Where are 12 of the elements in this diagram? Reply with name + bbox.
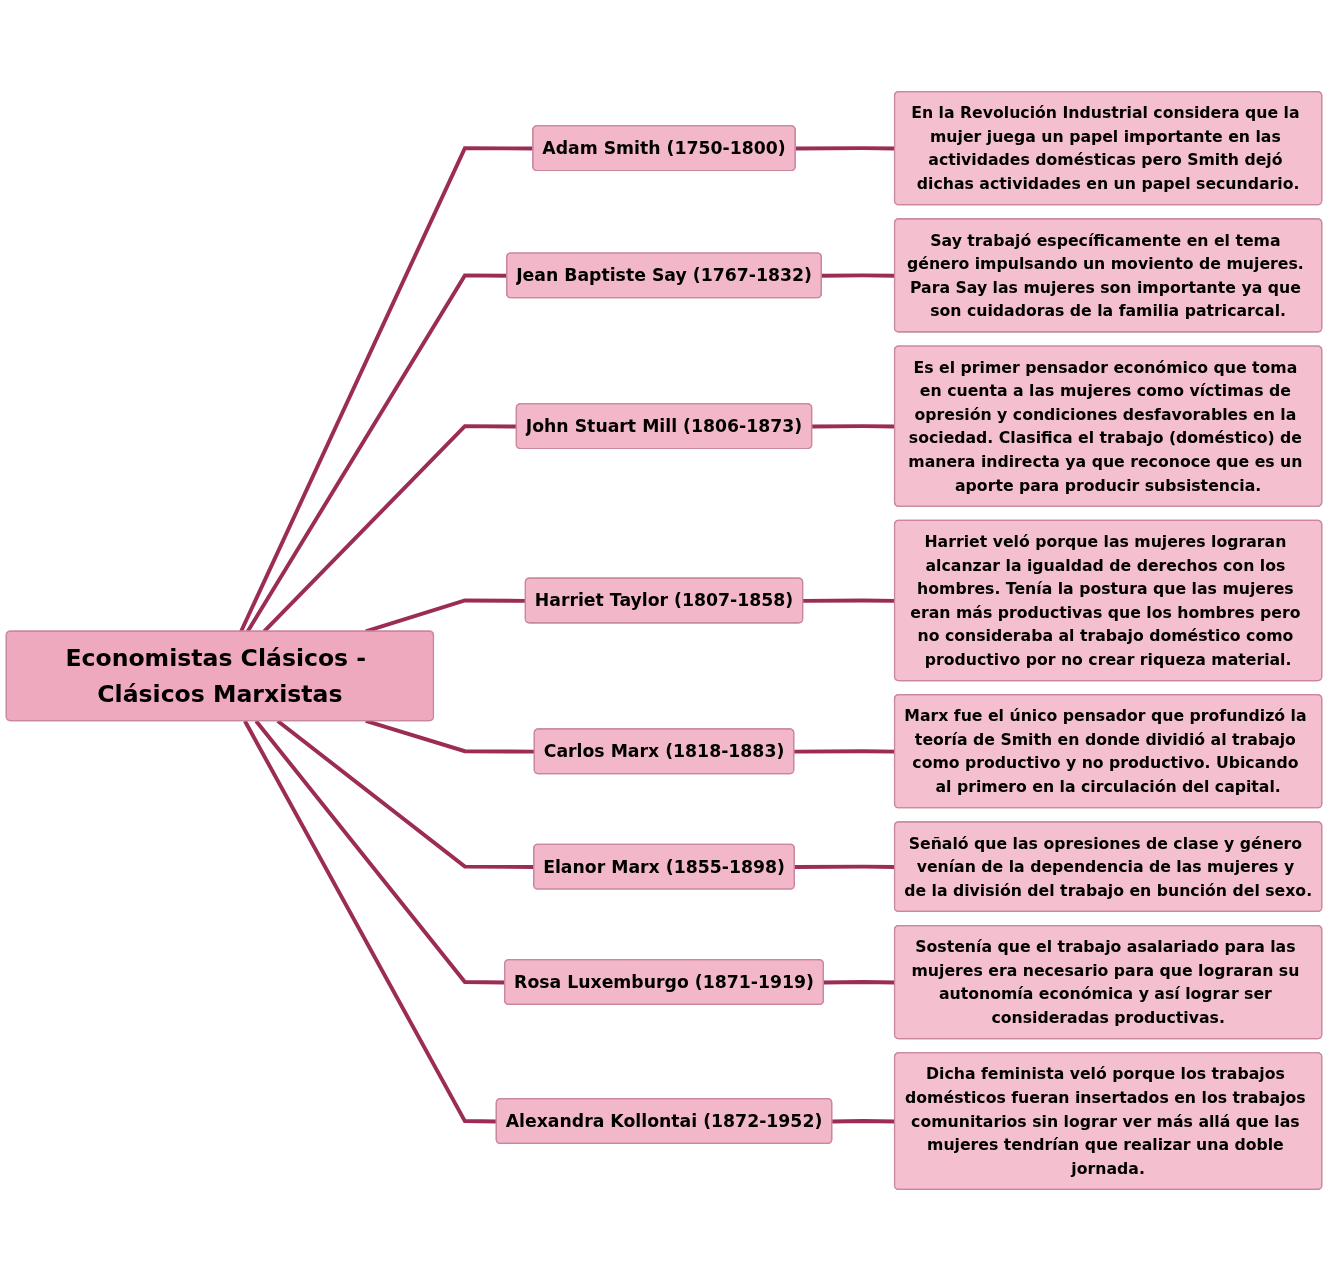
- connector: [794, 864, 895, 869]
- connector: [803, 598, 895, 603]
- connector: [821, 273, 895, 278]
- connector: [262, 424, 517, 633]
- connector: [243, 720, 497, 1124]
- connector: [795, 146, 895, 151]
- connector: [365, 719, 535, 754]
- connector: [832, 1119, 895, 1124]
- connector: [276, 719, 535, 869]
- connector: [794, 749, 895, 754]
- connector: [823, 980, 895, 985]
- connector: [812, 424, 895, 429]
